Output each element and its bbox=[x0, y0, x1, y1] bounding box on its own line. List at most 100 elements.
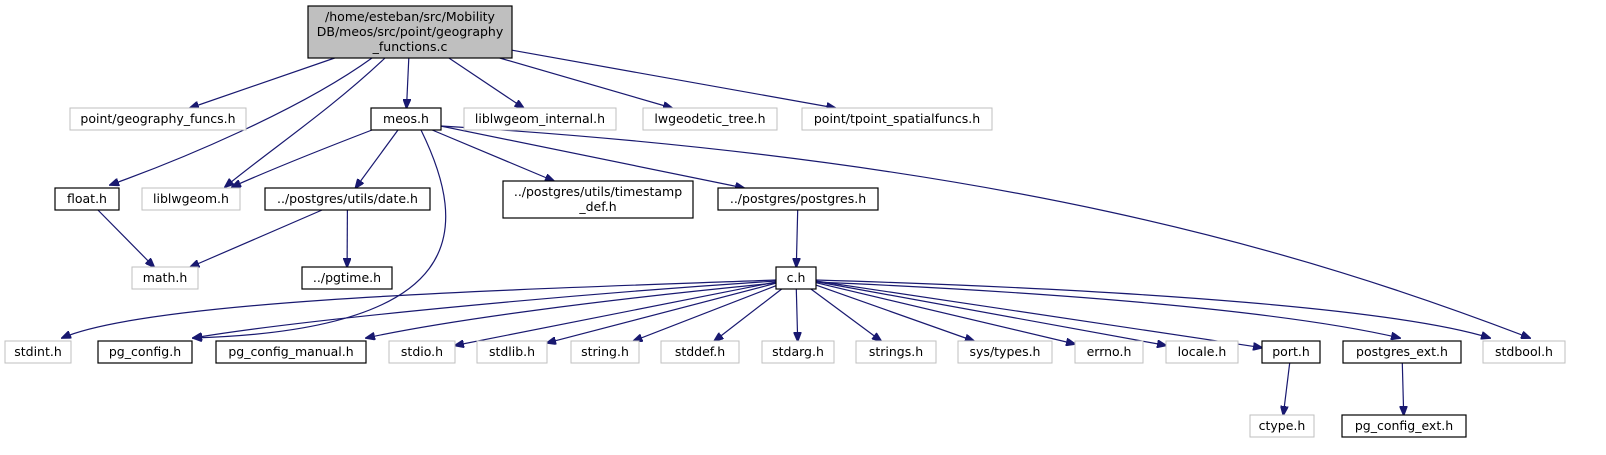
node-label: strings.h bbox=[869, 344, 923, 359]
edge-port-to-ctype bbox=[1283, 362, 1291, 415]
node-box bbox=[463, 107, 617, 131]
node-label: stdio.h bbox=[401, 344, 443, 359]
edge-meos-to-pg_config bbox=[193, 129, 447, 338]
node-label: pg_config_manual.h bbox=[228, 344, 353, 359]
edge-c-to-errno bbox=[815, 282, 1075, 344]
node-label: locale.h bbox=[1178, 344, 1227, 359]
node-label: _def.h bbox=[578, 199, 616, 214]
edges-layer bbox=[62, 49, 1530, 415]
node-box bbox=[1341, 414, 1467, 438]
edge-root-to-liblwgeom bbox=[225, 57, 386, 187]
node-label: point/geography_funcs.h bbox=[80, 111, 235, 126]
edge-c-to-string bbox=[633, 285, 777, 341]
node-strings: strings.h bbox=[855, 340, 937, 364]
node-c[interactable]: c.h bbox=[775, 266, 817, 290]
edge-meos-to-stdbool bbox=[440, 125, 1530, 338]
node-float[interactable]: float.h bbox=[54, 187, 120, 211]
edge-root-to-lwgeodetic_tree bbox=[499, 57, 672, 108]
node-label: ../postgres/postgres.h bbox=[730, 191, 866, 206]
node-stdbool: stdbool.h bbox=[1482, 340, 1566, 364]
node-label: lwgeodetic_tree.h bbox=[654, 111, 765, 126]
node-label: stddef.h bbox=[675, 344, 725, 359]
node-box bbox=[1074, 340, 1144, 364]
node-label: postgres_ext.h bbox=[1356, 344, 1448, 359]
node-stdlib: stdlib.h bbox=[476, 340, 548, 364]
node-liblwgeom: liblwgeom.h bbox=[141, 187, 241, 211]
node-box bbox=[215, 340, 367, 364]
node-stdio: stdio.h bbox=[388, 340, 456, 364]
node-postgres[interactable]: ../postgres/postgres.h bbox=[717, 187, 879, 211]
node-ctype: ctype.h bbox=[1249, 414, 1315, 438]
node-label: c.h bbox=[787, 270, 806, 285]
node-tpoint-spatialfuncs: point/tpoint_spatialfuncs.h bbox=[801, 107, 993, 131]
nodes-layer: /home/esteban/src/MobilityDB/meos/src/po… bbox=[4, 5, 1566, 438]
node-label: stdbool.h bbox=[1495, 344, 1553, 359]
node-box bbox=[1165, 340, 1239, 364]
node-meos[interactable]: meos.h bbox=[370, 107, 442, 131]
edge-c-to-stdlib bbox=[547, 282, 777, 343]
edge-root-to-meos bbox=[407, 57, 409, 108]
node-label: ../postgres/utils/timestamp bbox=[514, 184, 682, 199]
node-label: ctype.h bbox=[1259, 418, 1306, 433]
node-pgtime[interactable]: ../pgtime.h bbox=[301, 266, 393, 290]
node-label: stdarg.h bbox=[772, 344, 824, 359]
edge-root-to-float bbox=[110, 57, 373, 185]
node-box bbox=[502, 180, 694, 219]
edge-date-to-math bbox=[190, 209, 323, 267]
node-label: /home/esteban/src/Mobility bbox=[325, 9, 496, 24]
edge-c-to-stdbool bbox=[815, 279, 1490, 338]
node-label: ../postgres/utils/date.h bbox=[277, 191, 418, 206]
node-stddef: stddef.h bbox=[660, 340, 740, 364]
node-stdint: stdint.h bbox=[4, 340, 72, 364]
node-string: string.h bbox=[570, 340, 640, 364]
edge-c-to-sys_types bbox=[815, 284, 974, 341]
node-box bbox=[264, 187, 431, 211]
node-stdarg: stdarg.h bbox=[761, 340, 835, 364]
node-port[interactable]: port.h bbox=[1261, 340, 1321, 364]
node-label: liblwgeom_internal.h bbox=[475, 111, 605, 126]
edge-c-to-port bbox=[815, 280, 1262, 348]
node-label: port.h bbox=[1272, 344, 1310, 359]
node-liblwgeom-internal: liblwgeom_internal.h bbox=[463, 107, 617, 131]
node-date[interactable]: ../postgres/utils/date.h bbox=[264, 187, 431, 211]
node-box bbox=[97, 340, 193, 364]
node-label: point/tpoint_spatialfuncs.h bbox=[814, 111, 980, 126]
node-label: _functions.c bbox=[372, 39, 448, 54]
node-box bbox=[388, 340, 456, 364]
edge-c-to-pg_config bbox=[193, 280, 777, 338]
edge-postgres_ext-to-pg_config_ext bbox=[1402, 362, 1403, 415]
edge-root-to-geography_funcs bbox=[190, 57, 335, 108]
node-pg-config-ext[interactable]: pg_config_ext.h bbox=[1341, 414, 1467, 438]
edge-float-to-math bbox=[97, 209, 154, 267]
node-pg-config[interactable]: pg_config.h bbox=[97, 340, 193, 364]
node-pg-config-manual[interactable]: pg_config_manual.h bbox=[215, 340, 367, 364]
node-lwgeodetic-tree: lwgeodetic_tree.h bbox=[642, 107, 778, 131]
edge-c-to-stdarg bbox=[796, 288, 797, 341]
node-label: meos.h bbox=[383, 111, 429, 126]
edge-postgres-to-c bbox=[796, 209, 797, 267]
node-timestamp-def[interactable]: ../postgres/utils/timestamp_def.h bbox=[502, 180, 694, 219]
node-geography-funcs: point/geography_funcs.h bbox=[69, 107, 247, 131]
node-label: sys/types.h bbox=[970, 344, 1041, 359]
node-label: string.h bbox=[581, 344, 629, 359]
node-root[interactable]: /home/esteban/src/MobilityDB/meos/src/po… bbox=[307, 5, 513, 59]
node-label: pg_config.h bbox=[109, 344, 181, 359]
edge-c-to-locale bbox=[815, 281, 1166, 346]
node-sys-types: sys/types.h bbox=[957, 340, 1053, 364]
node-box bbox=[131, 266, 199, 290]
edge-meos-to-liblwgeom bbox=[232, 129, 373, 187]
node-label: math.h bbox=[143, 270, 188, 285]
node-box bbox=[761, 340, 835, 364]
node-box bbox=[660, 340, 740, 364]
node-label: liblwgeom.h bbox=[153, 191, 229, 206]
node-label: ../pgtime.h bbox=[313, 270, 381, 285]
node-box bbox=[642, 107, 778, 131]
node-box bbox=[370, 107, 442, 131]
node-box bbox=[54, 187, 120, 211]
node-label: errno.h bbox=[1087, 344, 1132, 359]
node-box bbox=[775, 266, 817, 290]
node-box bbox=[801, 107, 993, 131]
node-postgres-ext[interactable]: postgres_ext.h bbox=[1342, 340, 1462, 364]
node-box bbox=[1342, 340, 1462, 364]
